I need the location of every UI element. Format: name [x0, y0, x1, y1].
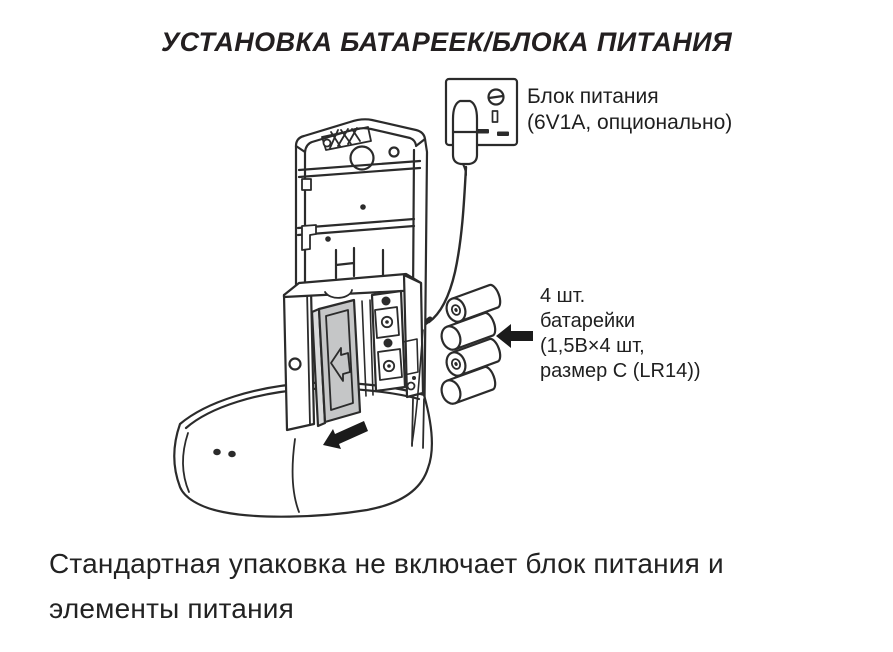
battery-door: [310, 298, 362, 428]
page-title: УСТАНОВКА БАТАРЕЕК/БЛОКА ПИТАНИЯ: [160, 27, 733, 57]
battery-compartment: [282, 272, 425, 432]
power-plug-icon: [451, 99, 479, 176]
footer-note-line: Стандартная упаковка не включает блок пи…: [49, 548, 724, 579]
batteries-label-line: размер C (LR14)): [540, 360, 701, 382]
batteries-label-line: 4 шт.: [540, 285, 586, 307]
power-cable: [427, 165, 468, 324]
batteries-label: 4 шт. батарейки (1,5В×4 шт, размер C (LR…: [540, 284, 701, 384]
battery-cell-4: [440, 365, 497, 405]
power-cable-tail: [411, 329, 424, 445]
insert-batteries-arrow: [496, 324, 533, 348]
diagram-linework: [173, 77, 533, 518]
door-arrow-emblem: [330, 347, 351, 382]
power-adapter-label-line: Блок питания: [527, 85, 659, 108]
batteries-label-line: (1,5В×4 шт,: [540, 335, 645, 357]
screw-hole: [388, 146, 400, 158]
power-adapter-label-line: (6V1A, опционально): [527, 111, 733, 134]
footer-note-line: элементы питания: [49, 593, 294, 624]
remove-cover-arrow: [323, 421, 368, 449]
batteries-label-line: батарейки: [540, 310, 636, 332]
battery-contacts: [370, 289, 407, 393]
battery-cell-2: [440, 311, 497, 351]
battery-cell-3: [445, 337, 502, 377]
hanger-bracket: [321, 126, 372, 151]
footer-note: Стандартная упаковка не включает блок пи…: [49, 541, 859, 631]
power-adapter-label: Блок питания (6V1A, опционально): [527, 84, 732, 136]
battery-cell-1: [445, 283, 502, 323]
mounting-hole: [349, 145, 375, 171]
